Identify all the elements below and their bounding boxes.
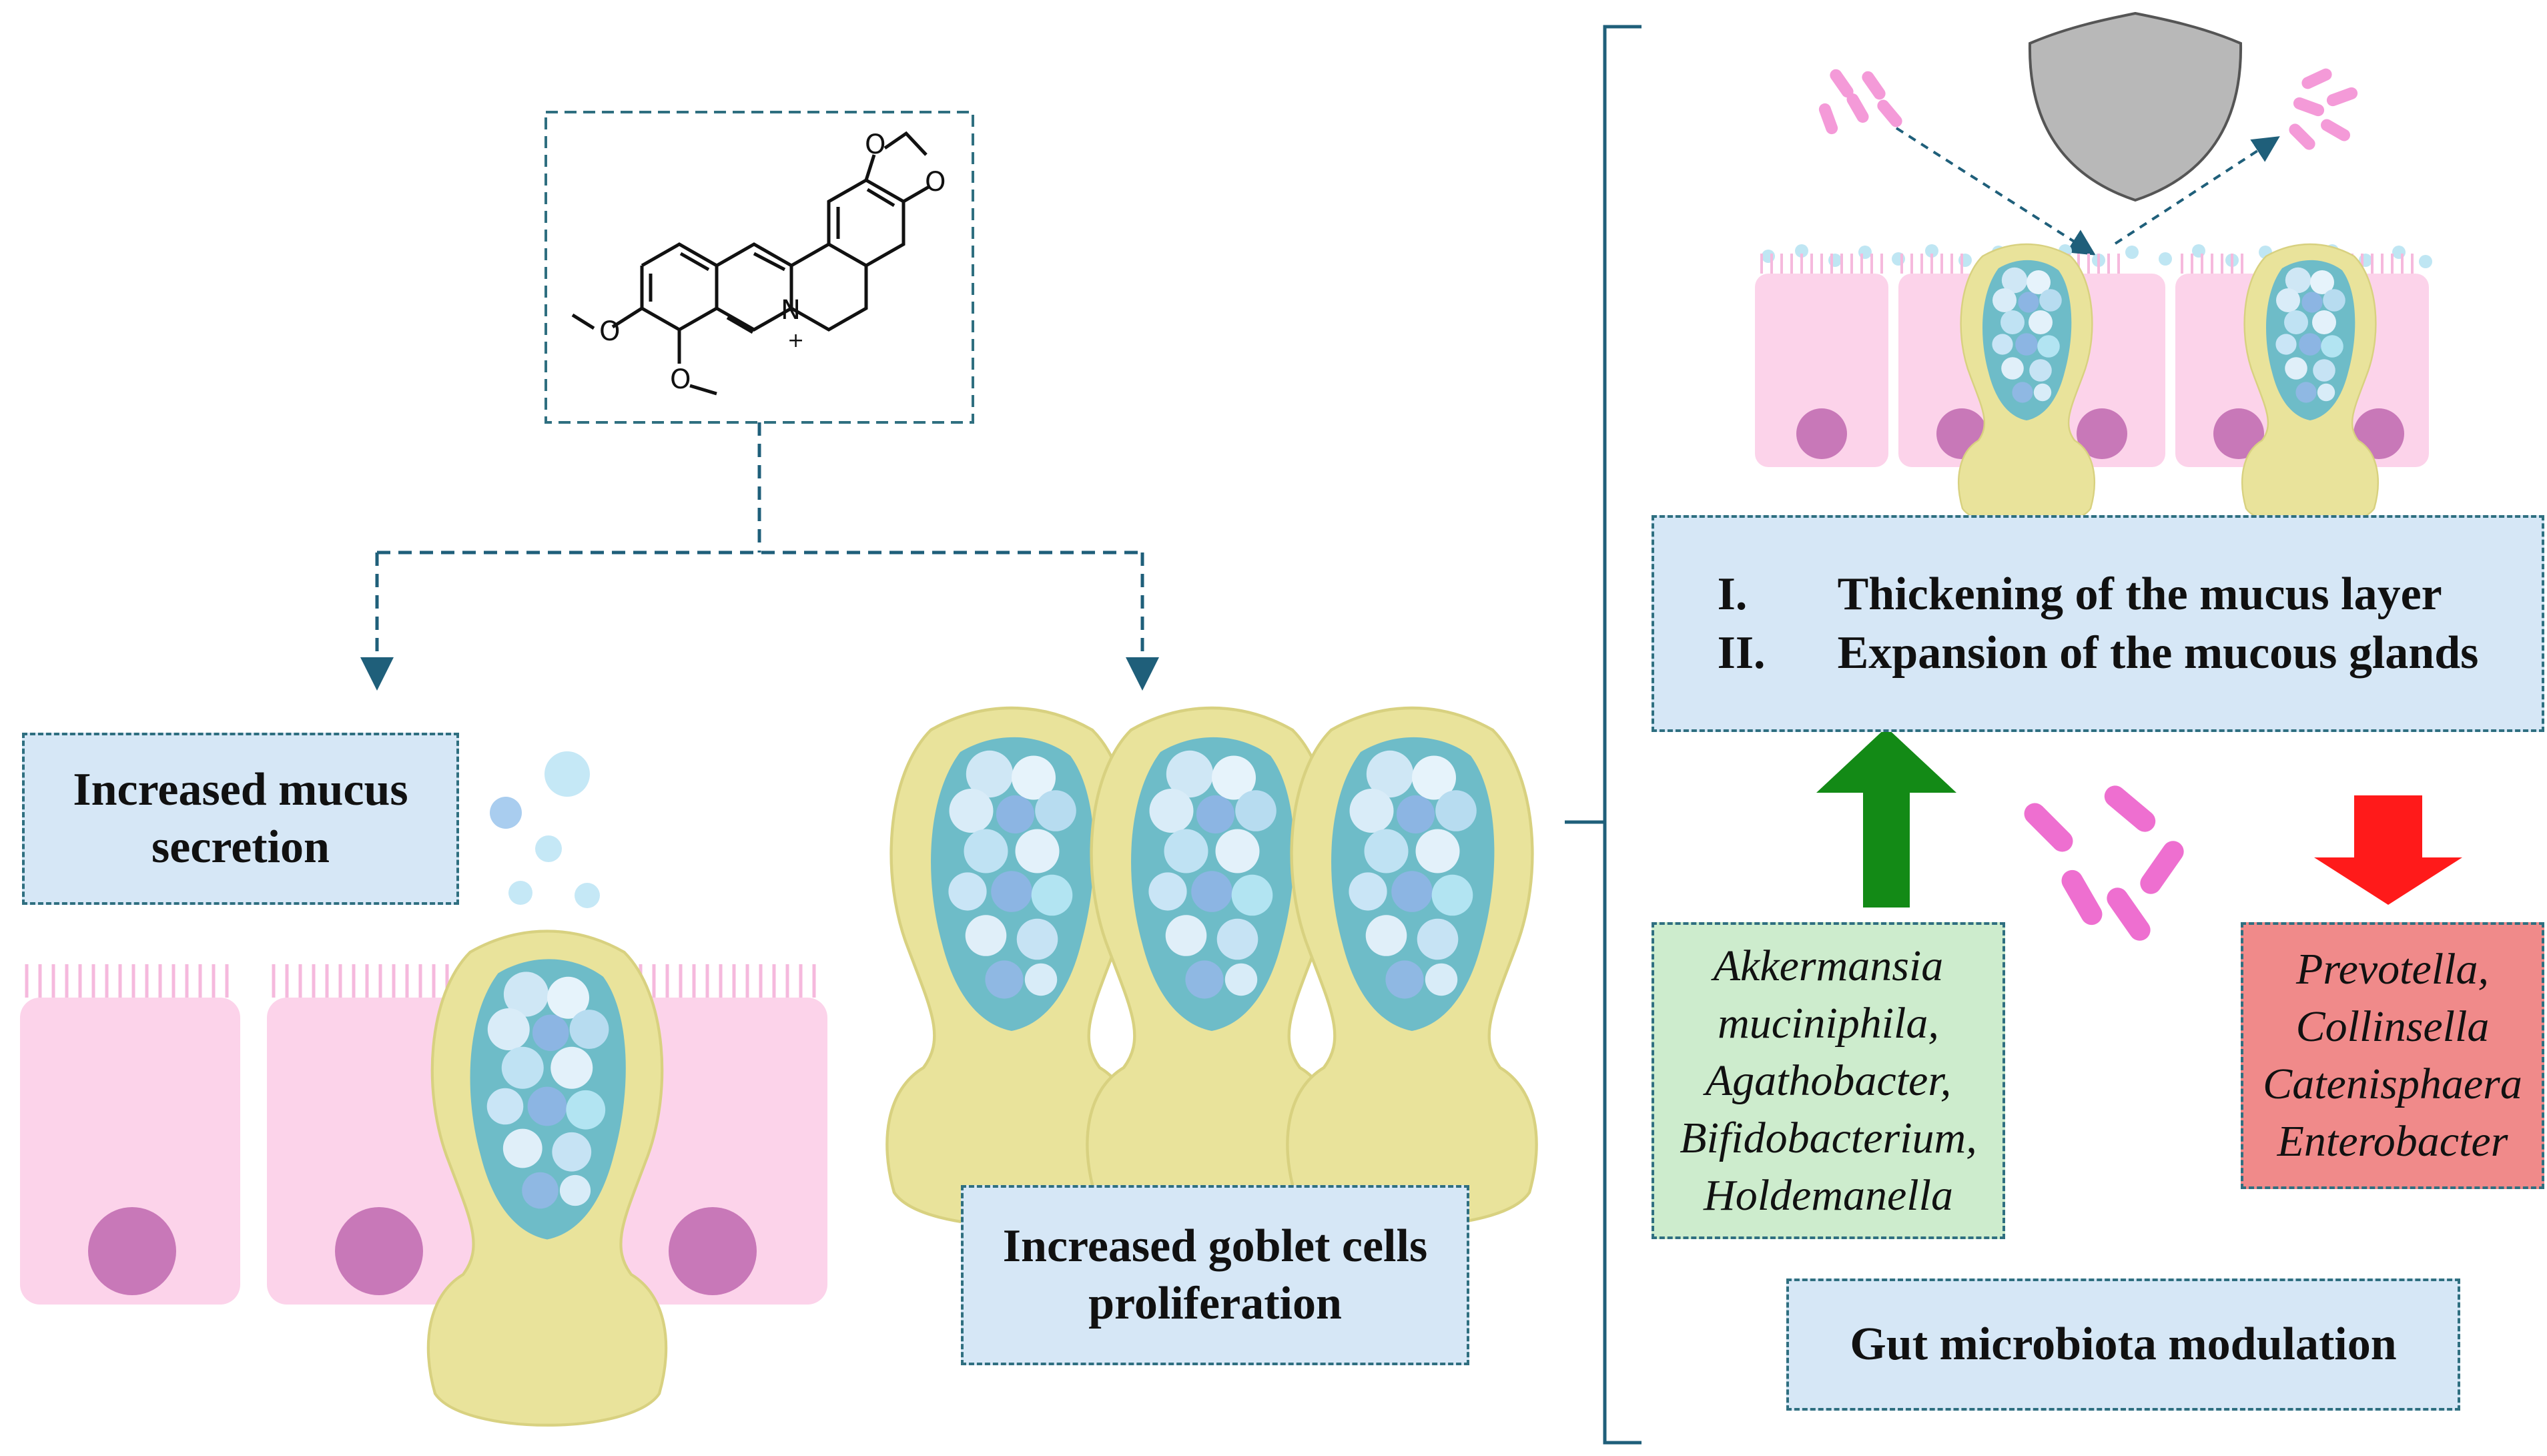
goblet-cell [1287,708,1536,1226]
secreted-mucus [490,751,600,908]
increased-taxon: Holdemanella [1704,1170,1953,1220]
nucleus [88,1207,176,1295]
goblet-cell [2241,243,2379,528]
goblet-cell [1958,243,2095,528]
effect-text-1: Thickening of the mucus layer [1837,568,2442,620]
increased-taxon: Bifidobacterium, [1680,1113,1977,1162]
atom-label-o2: O [670,364,691,395]
proliferating-goblet-cells [887,708,1536,1226]
microbiota-illustration [1816,727,2462,946]
mucus-barrier-illustration [1755,11,2432,528]
enterocyte [1755,274,1888,467]
enterocyte [20,998,240,1305]
nucleus [2213,408,2264,459]
mucus-effects-list: I. Thickening of the mucus layer II. Exp… [1718,565,2479,683]
shield-icon [2028,11,2243,202]
microvilli [25,964,816,998]
nucleus [2077,408,2127,459]
nucleus [669,1207,757,1295]
nucleus [1796,408,1847,459]
decreased-taxon: Prevotella, [2296,945,2489,994]
atom-label-o3: O [865,129,885,160]
increased-taxa-box: Akkermansia muciniphila, Agathobacter, B… [1652,922,2005,1239]
deflection-arrows [1895,127,2280,256]
atom-label-charge: + [787,329,804,352]
increased-taxon: Agathobacter, [1705,1056,1952,1105]
epithelium-illustration [20,751,827,1425]
goblet-proliferation-line-2: proliferation [1088,1278,1342,1329]
goblet-proliferation-label: Increased goblet cells proliferation [961,1185,1469,1365]
atom-label-o1: O [599,316,620,347]
goblet-cell [428,932,666,1425]
mucus-secretion-line-2: secretion [151,821,330,873]
effect-text-2: Expansion of the mucous glands [1837,627,2479,679]
mucus-secretion-line-1: Increased mucus [73,764,408,815]
increase-arrow-icon [1816,727,1956,907]
atom-label-o4: O [925,167,946,198]
mucus-effects-box: I. Thickening of the mucus layer II. Exp… [1652,515,2544,732]
compound-bonds [571,131,930,396]
decreased-taxon: Enterobacter [2277,1117,2508,1166]
decrease-arrow-icon [2314,795,2462,905]
compound-structure: O O O O N + [544,111,974,424]
microbiota-modulation-label: Gut microbiota modulation [1786,1279,2460,1411]
goblet-proliferation-line-1: Increased goblet cells [1002,1220,1428,1272]
increased-taxon: muciniphila, [1718,998,1939,1048]
compound-connectors [360,422,1159,691]
nucleus [335,1207,423,1295]
decreased-taxon: Catenisphaera [2263,1060,2522,1108]
compound-frame [544,111,974,424]
effect-numeral-2: II. [1717,627,1766,679]
increased-taxon: Akkermansia [1713,941,1944,990]
mucus-secretion-label: Increased mucus secretion [22,733,459,905]
effect-numeral-1: I. [1717,568,1748,620]
atom-label-n: N [781,295,801,326]
decreased-taxon: Collinsella [2295,1002,2490,1051]
bracket [1565,25,1642,1445]
bacteria-cluster [2019,781,2188,946]
microvilli-right [1760,254,2414,274]
decreased-taxa-box: Prevotella, Collinsella Catenisphaera En… [2241,922,2544,1189]
